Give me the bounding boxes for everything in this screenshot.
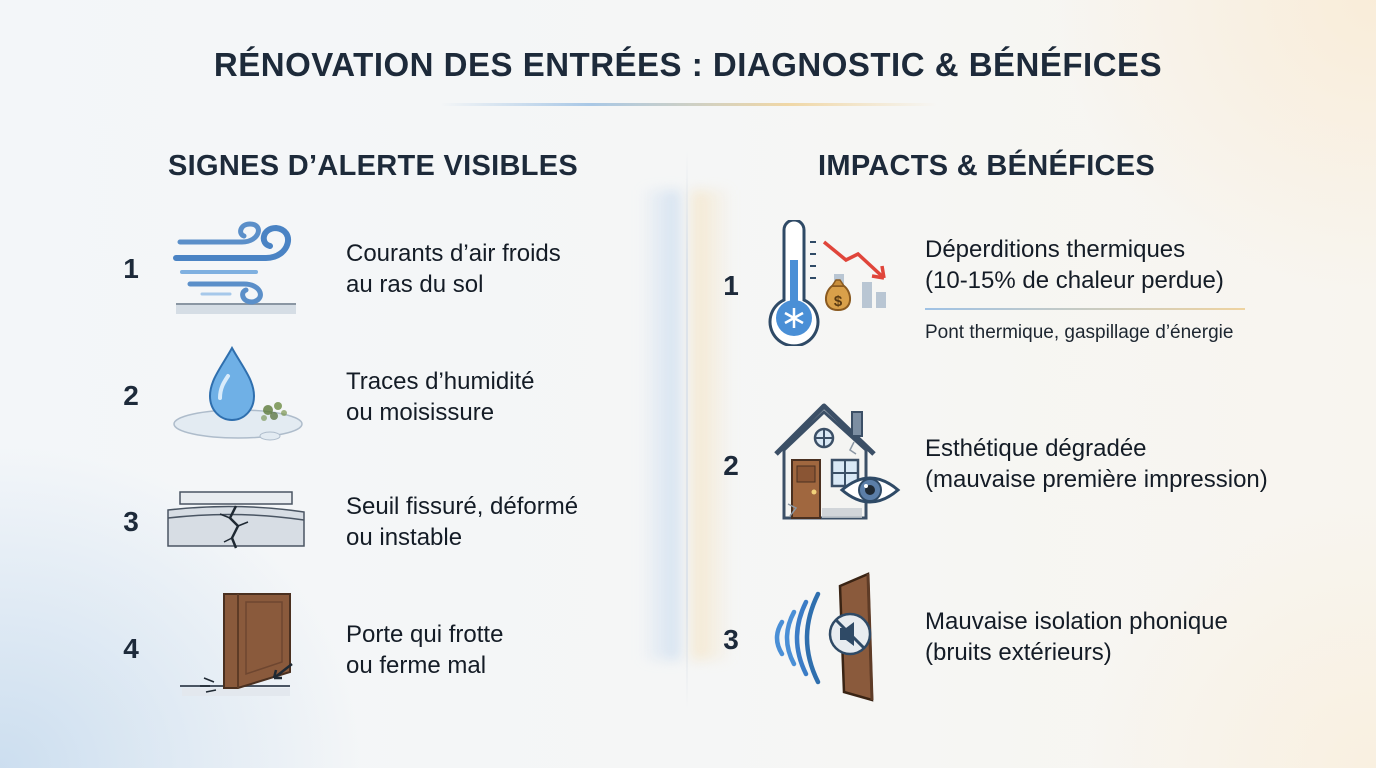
right-item-1-underline: [925, 308, 1245, 310]
title-underline: [440, 103, 936, 106]
thermometer-heat-loss-icon: $: [768, 220, 886, 346]
left-item-1-number: 1: [123, 253, 139, 284]
left-item-3-label: Seuil fissuré, déformé ou instable: [346, 493, 579, 551]
water-drop-mold-icon: [173, 346, 303, 441]
right-item-1-sublabel: Pont thermique, gaspillage d’énergie: [925, 322, 1234, 343]
right-item-2-number: 2: [723, 450, 739, 481]
right-item-2-label: Esthétique dégradée (mauvaise première i…: [925, 435, 1268, 493]
left-item-2-number: 2: [123, 380, 139, 411]
column-divider: [686, 150, 688, 710]
page-title: RÉNOVATION DES ENTRÉES : DIAGNOSTIC & BÉ…: [213, 46, 1163, 83]
divider-glow-right: [692, 190, 732, 660]
left-section-heading: SIGNES D’ALERTE VISIBLES: [168, 150, 579, 182]
house-eye-icon: [774, 403, 901, 520]
left-item-3-number: 3: [123, 506, 139, 537]
rubbing-door-icon: [180, 593, 293, 696]
right-section-heading: IMPACTS & BÉNÉFICES: [818, 150, 1156, 182]
left-item-4-label: Porte qui frotte ou ferme mal: [346, 621, 504, 679]
cracked-threshold-icon: [167, 491, 305, 549]
right-item-1-label: Déperditions thermiques (10-15% de chale…: [925, 236, 1224, 294]
left-item-2-label: Traces d’humidité ou moisissure: [346, 368, 535, 426]
cold-draft-icon: [173, 221, 296, 314]
left-item-1-label: Courants d’air froids au ras du sol: [346, 240, 561, 298]
divider-glow-left: [640, 190, 680, 660]
right-item-1-number: 1: [723, 270, 739, 301]
sound-door-muted-icon: [774, 572, 874, 702]
left-item-4-number: 4: [123, 633, 139, 664]
right-item-3-number: 3: [723, 624, 739, 655]
right-item-3-label: Mauvaise isolation phonique (bruits exté…: [925, 608, 1228, 666]
svg-text:$: $: [834, 293, 843, 310]
